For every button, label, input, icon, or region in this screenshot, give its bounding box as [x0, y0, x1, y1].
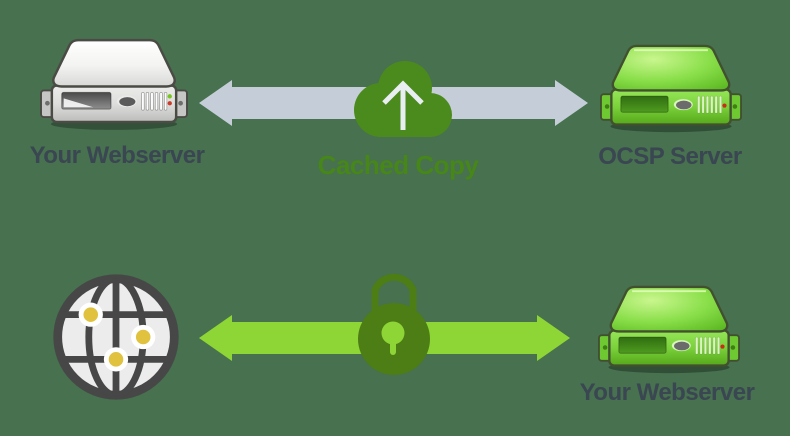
gray-server-icon	[39, 38, 189, 132]
ocsp-server-label: OCSP Server	[598, 143, 742, 170]
globe-marker-dots	[83, 307, 151, 367]
globe-icon	[53, 274, 179, 400]
cached-copy-label: Cached Copy	[317, 150, 479, 180]
padlock-keyhole	[381, 321, 405, 355]
padlock-icon	[358, 273, 430, 375]
cloud-upload-icon	[354, 61, 452, 137]
green-server-icon-webserver	[597, 285, 741, 375]
top-left-server-label: Your Webserver	[29, 142, 205, 169]
padlock-shackle	[371, 273, 417, 325]
green-server-icon-ocsp	[599, 44, 743, 134]
upload-arrow-glyph	[382, 80, 424, 130]
bottom-right-server-label: Your Webserver	[579, 379, 755, 406]
